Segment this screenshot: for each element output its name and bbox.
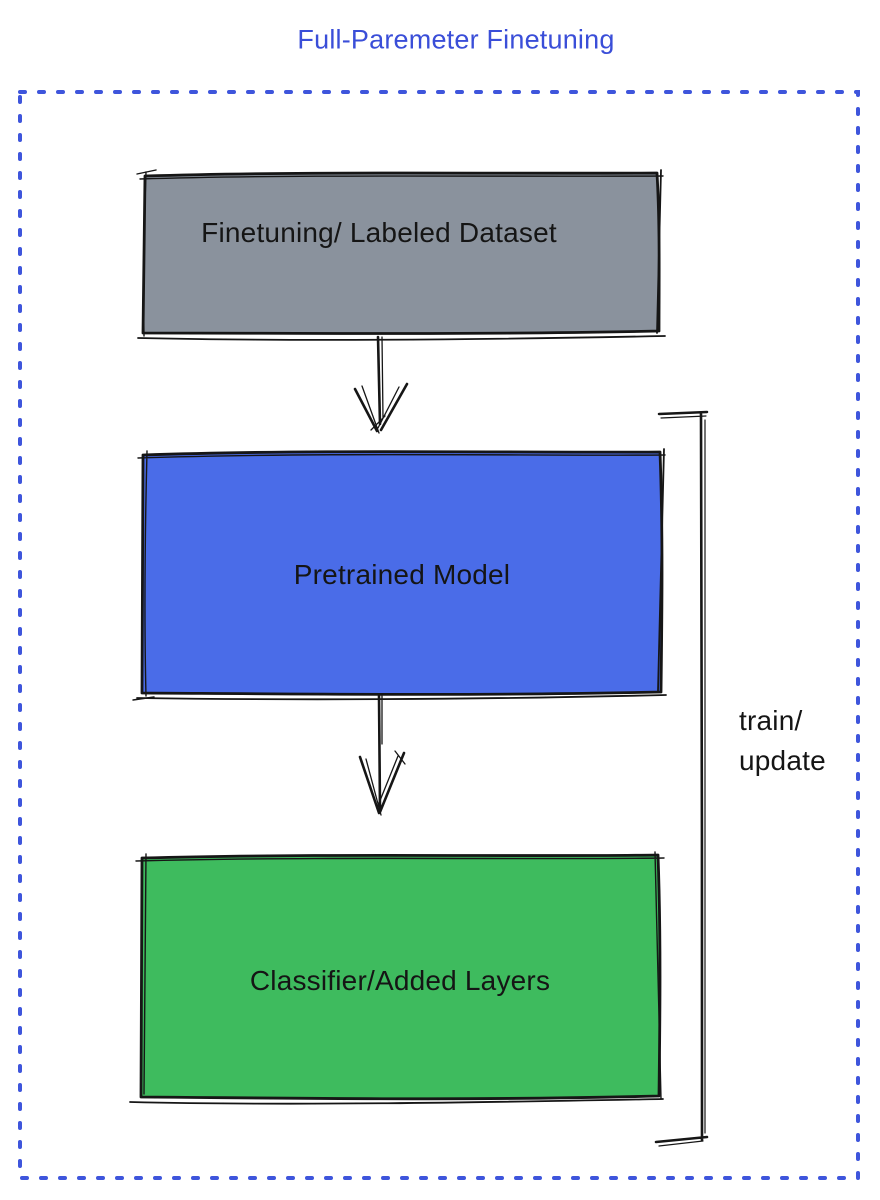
dashed-boundary [18, 90, 860, 1180]
classifier-node-label: Classifier/Added Layers [249, 965, 551, 996]
dataset-node-sketch-retrace [136, 169, 664, 337]
classifier-node-shape [129, 851, 665, 1105]
classifier-node-sketch-retrace [135, 851, 665, 1100]
arrow-pretrained-to-classifier [358, 694, 406, 816]
dataset-node-fill [141, 171, 661, 335]
classifier-node-sketch-doubled-edge [129, 1098, 664, 1105]
dataset-node-sketch-doubled-edge [137, 169, 666, 341]
pretrained-node-label: Pretrained Model [293, 559, 511, 590]
pretrained-node-shape [132, 448, 667, 701]
pretrained-node-fill [140, 450, 664, 696]
arrow-dataset-to-pretrained [353, 335, 409, 434]
train-update-label-line1: train/ [739, 705, 803, 736]
train-update-label-line2: update [739, 745, 826, 776]
diagram-title: Full-Paremeter Finetuning [297, 24, 615, 55]
train-update-label: train/ update [739, 701, 826, 781]
dataset-node-label: Finetuning/ Labeled Dataset [201, 217, 557, 248]
pretrained-node-sketch-doubled-edge [136, 448, 667, 701]
dataset-node-shape [136, 169, 666, 341]
train-update-bracket [654, 410, 709, 1147]
classifier-node-fill [139, 853, 662, 1101]
